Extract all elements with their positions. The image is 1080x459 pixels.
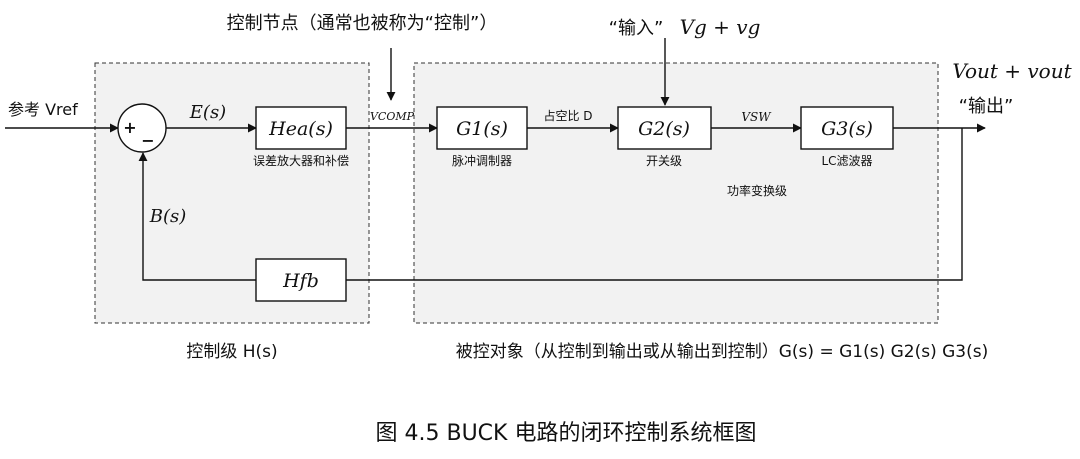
- g3-caption: LC滤波器: [821, 154, 872, 168]
- g1-formula: G1(s): [456, 118, 508, 140]
- vcomp-label: VCOMP: [370, 110, 415, 123]
- duty-cycle-label: 占空比 D: [543, 108, 592, 123]
- output-expression: Vout + vout: [952, 59, 1072, 83]
- input-expression: Vg + vg: [680, 15, 761, 39]
- g1-block: [436, 106, 528, 150]
- g1-caption: 脉冲调制器: [452, 153, 512, 168]
- hfb-block: [255, 258, 347, 302]
- control-node-label: 控制节点（通常也被称为“控制”）: [227, 13, 498, 34]
- input-label: “输入”: [609, 18, 664, 39]
- g2-caption: 开关级: [646, 154, 682, 168]
- feedback-path-wire: [346, 128, 963, 281]
- summing-plus-sign: +: [123, 118, 136, 137]
- g3-formula: G3(s): [821, 118, 873, 140]
- summing-junction: [117, 103, 167, 153]
- plant-label: 被控对象（从控制到输出或从输出到控制）G(s) = G1(s) G2(s) G3…: [456, 342, 989, 362]
- power-stage-region: [413, 62, 939, 324]
- hfb-formula: Hfb: [282, 270, 319, 292]
- g3-block: [800, 106, 894, 150]
- figure-caption: 图 4.5 BUCK 电路的闭环控制系统框图: [376, 421, 757, 446]
- output-label: “输出”: [959, 96, 1014, 117]
- feedback-signal-label: B(s): [149, 206, 187, 227]
- power-stage-label: 功率变换级: [727, 183, 787, 198]
- g2-block: [617, 106, 712, 150]
- summing-minus-sign: −: [141, 131, 154, 150]
- hea-block: [255, 106, 347, 150]
- hea-caption: 误差放大器和补偿: [253, 153, 349, 168]
- vsw-label: VSW: [741, 110, 772, 124]
- hea-formula: Hea(s): [268, 118, 333, 140]
- feedback-return-wire: [138, 152, 256, 281]
- g2-formula: G2(s): [638, 118, 690, 140]
- reference-label: 参考 Vref: [8, 100, 78, 119]
- error-signal-label: E(s): [189, 102, 226, 123]
- control-stage-label: 控制级 H(s): [186, 342, 277, 362]
